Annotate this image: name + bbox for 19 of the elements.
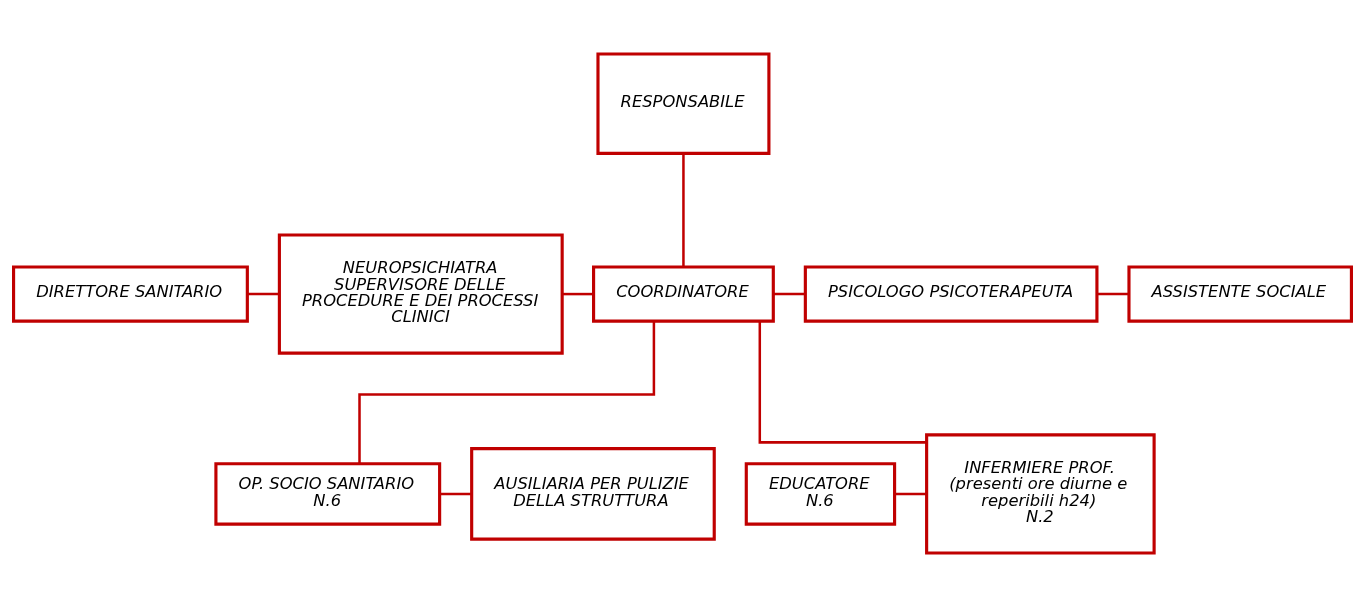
node-box: PSICOLOGO PSICOTERAPEUTA	[803, 265, 1099, 323]
node-box: COORDINATORE	[592, 265, 775, 323]
node-box: ASSISTENTE SOCIALE	[1127, 265, 1353, 323]
connector	[894, 492, 927, 495]
connector	[682, 153, 685, 267]
node-box: EDUCATORE N.6	[744, 461, 897, 526]
connector	[358, 321, 656, 464]
connector	[562, 292, 594, 295]
node-box: INFERMIERE PROF. (presenti ore diurne e reperibili h24) N.2	[925, 432, 1156, 555]
connector	[247, 292, 280, 295]
node-box: OP. SOCIO SANITARIO N.6	[214, 461, 442, 526]
node-box: NEUROPSICHIATRA SUPERVISORE DELLE PROCEDURE E DEI PROCESSI CLINICI	[277, 232, 564, 355]
connector	[439, 492, 472, 495]
node-box: AUSILIARIA PER PULIZIE DELLA STRUTTURA	[470, 446, 716, 541]
connector	[758, 320, 927, 444]
connector	[1096, 292, 1129, 295]
node-box: DIRETTORE SANITARIO	[12, 265, 249, 323]
connector	[773, 292, 806, 295]
node-box: RESPONSABILE	[596, 51, 771, 155]
